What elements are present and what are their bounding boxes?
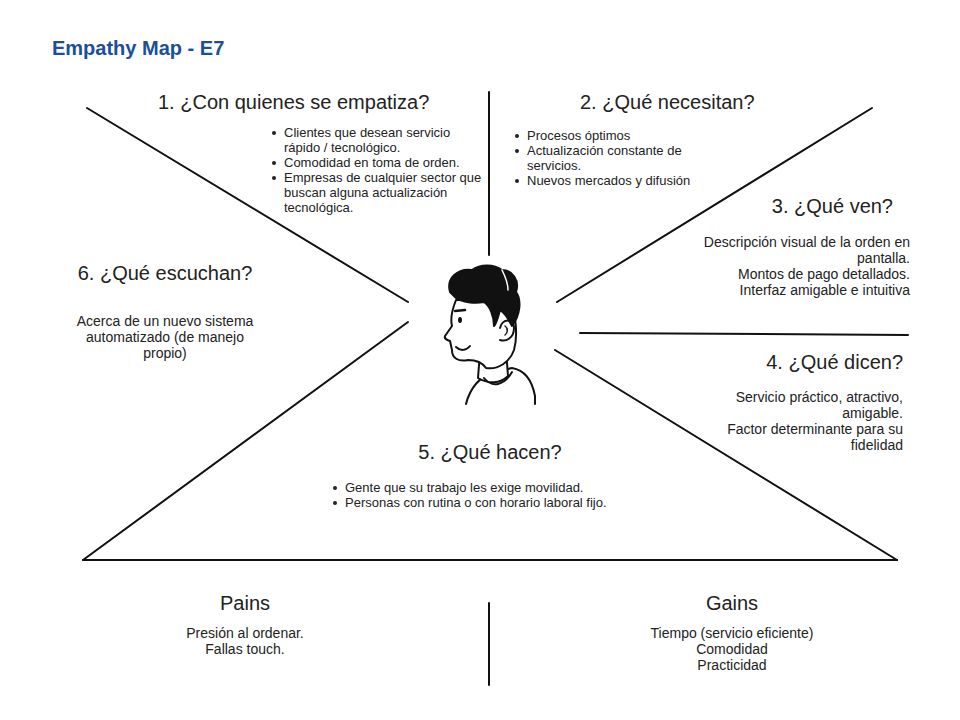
- divider-line: [488, 603, 490, 685]
- label-text: Comodidad en toma de orden.: [284, 155, 486, 170]
- bullet-item: Comodidad en toma de orden.: [270, 155, 486, 170]
- label-text: Montos de pago detallados.: [680, 266, 910, 282]
- label-text: Gente que su trabajo les exige movilidad…: [345, 480, 691, 495]
- label-text: Pains: [145, 591, 345, 615]
- label-text: Clientes que desean servicio rápido / te…: [284, 125, 486, 155]
- label-text: Practicidad: [632, 657, 832, 673]
- label-text: 6. ¿Qué escuchan?: [55, 261, 275, 285]
- section-text: Practicidad: [632, 657, 832, 673]
- label-text: Gains: [632, 591, 832, 615]
- section-text: Acerca de un nuevo sistema automatizado …: [65, 313, 265, 361]
- section-heading: 6. ¿Qué escuchan?: [55, 261, 275, 285]
- bullet-item: Actualización constante de servicios.: [513, 143, 727, 173]
- label-text: 3. ¿Qué ven?: [660, 194, 893, 218]
- bullet-item: Gente que su trabajo les exige movilidad…: [331, 480, 691, 495]
- label-text: Procesos óptimos: [527, 128, 727, 143]
- divider-line: [83, 559, 897, 561]
- bullet-item: Procesos óptimos: [513, 128, 727, 143]
- map-title: Empathy Map - E7: [52, 36, 224, 60]
- label-text: Actualización constante de servicios.: [527, 143, 727, 173]
- label-text: Descripción visual de la orden en pantal…: [680, 234, 910, 266]
- label-text: 5. ¿Qué hacen?: [380, 440, 600, 464]
- label-text: 4. ¿Qué dicen?: [700, 350, 903, 374]
- divider-line: [83, 322, 408, 560]
- label-text: Factor determinante para su fidelidad: [723, 421, 903, 453]
- bullet-item: Clientes que desean servicio rápido / te…: [270, 125, 486, 155]
- bullet-item: Empresas de cualquier sector que buscan …: [270, 170, 486, 215]
- label-text: Presión al ordenar.: [145, 625, 345, 641]
- label-text: Acerca de un nuevo sistema automatizado …: [65, 313, 265, 361]
- divider-line: [488, 92, 490, 255]
- label-text: Interfaz amigable e intuitiva: [680, 282, 910, 298]
- bullet-dot: [515, 134, 519, 138]
- section-heading: Pains: [145, 591, 345, 615]
- bullet-dot: [272, 161, 276, 165]
- section-heading: 2. ¿Qué necesitan?: [580, 90, 840, 114]
- label-text: Tiempo (servicio eficiente): [632, 625, 832, 641]
- person-illustration: [445, 266, 535, 405]
- bullet-item: Nuevos mercados y difusión: [513, 173, 727, 188]
- section-text: Montos de pago detallados.: [680, 266, 910, 282]
- bullet-dot: [515, 149, 519, 153]
- section-heading: Gains: [632, 591, 832, 615]
- bullet-dot: [272, 131, 276, 135]
- label-text: 1. ¿Con quienes se empatiza?: [158, 90, 488, 114]
- label-text: Personas con rutina o con horario labora…: [345, 495, 691, 510]
- label-text: Nuevos mercados y difusión: [527, 173, 727, 188]
- bullet-dot: [333, 501, 337, 505]
- label-text: Comodidad: [632, 641, 832, 657]
- bullet-item: Personas con rutina o con horario labora…: [331, 495, 691, 510]
- divider-line: [555, 350, 897, 560]
- section-text: Presión al ordenar.: [145, 625, 345, 641]
- divider-line: [580, 333, 908, 335]
- bullet-dot: [515, 179, 519, 183]
- label-text: Empresas de cualquier sector que buscan …: [284, 170, 486, 215]
- bullet-dot: [333, 486, 337, 490]
- section-heading: 3. ¿Qué ven?: [660, 194, 893, 218]
- label-text: Fallas touch.: [145, 641, 345, 657]
- label-text: 2. ¿Qué necesitan?: [580, 90, 840, 114]
- section-text: Tiempo (servicio eficiente): [632, 625, 832, 641]
- section-text: Comodidad: [632, 641, 832, 657]
- section-heading: 4. ¿Qué dicen?: [700, 350, 903, 374]
- section-text: Fallas touch.: [145, 641, 345, 657]
- section-text: Factor determinante para su fidelidad: [723, 421, 903, 453]
- bullet-dot: [272, 176, 276, 180]
- section-text: Interfaz amigable e intuitiva: [680, 282, 910, 298]
- section-heading: 5. ¿Qué hacen?: [380, 440, 600, 464]
- section-text: Servicio práctico, atractivo, amigable.: [723, 389, 903, 421]
- section-text: Descripción visual de la orden en pantal…: [680, 234, 910, 266]
- section-heading: 1. ¿Con quienes se empatiza?: [158, 90, 488, 114]
- label-text: Servicio práctico, atractivo, amigable.: [723, 389, 903, 421]
